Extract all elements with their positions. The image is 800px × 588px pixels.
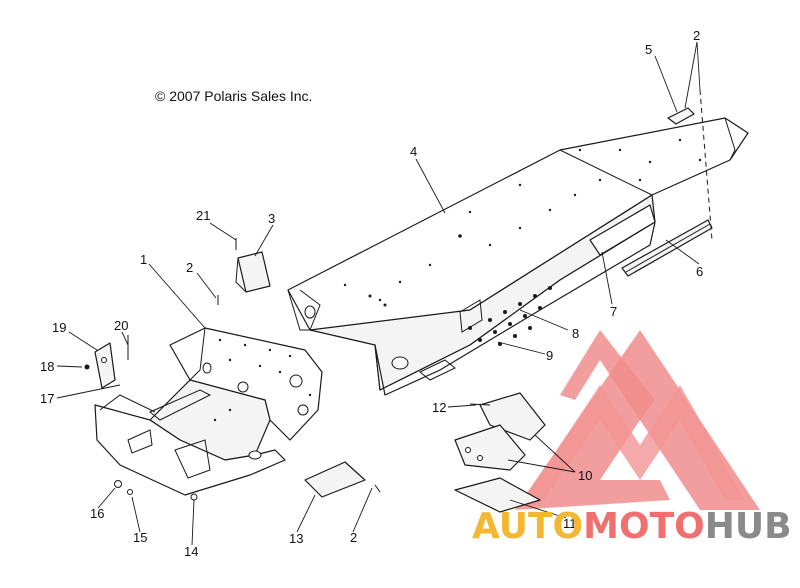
part-mounts — [454, 392, 546, 513]
copyright-text: © 2007 Polaris Sales Inc. — [155, 88, 312, 104]
callout-14: 14 — [184, 544, 198, 559]
callout-2-a: 2 — [186, 260, 193, 275]
callout-labels: 1 2 2 2 3 4 5 6 7 8 9 10 11 12 13 14 15 … — [40, 28, 703, 559]
callout-13: 13 — [289, 531, 303, 546]
part-tunnel — [287, 117, 749, 396]
watermark-text: AUTOMOTOHUB — [472, 506, 792, 547]
logo-inner — [560, 330, 655, 420]
watermark-logo — [515, 330, 760, 510]
part-front-chassis — [94, 327, 323, 496]
callout-1: 1 — [140, 252, 147, 267]
tunnel-perforations — [468, 286, 552, 346]
fasteners — [114, 238, 491, 501]
leader-lines — [56, 41, 701, 546]
watermark-moto: MOTO — [583, 506, 705, 547]
chassis-rivets — [213, 338, 312, 422]
tunnel-rivets — [343, 138, 702, 307]
callout-21: 21 — [196, 208, 210, 223]
callout-2-b: 2 — [693, 28, 700, 43]
part-plate — [304, 461, 366, 498]
callout-15: 15 — [133, 530, 147, 545]
part-bumper — [667, 89, 713, 241]
callout-6: 6 — [696, 264, 703, 279]
part-cover — [235, 251, 271, 293]
watermark-auto: AUTO — [472, 506, 583, 547]
callout-11: 11 — [563, 516, 577, 531]
callout-2-c: 2 — [350, 530, 357, 545]
callout-18: 18 — [40, 359, 54, 374]
callout-20: 20 — [114, 318, 128, 333]
part-bracket — [84, 342, 116, 389]
part-rail — [589, 204, 713, 277]
callout-8: 8 — [572, 326, 579, 341]
logo-triangle — [515, 330, 760, 510]
logo-m-shape — [520, 385, 745, 505]
callout-17: 17 — [40, 391, 54, 406]
callout-9: 9 — [546, 348, 553, 363]
watermark-hub: HUB — [705, 506, 792, 547]
callout-19: 19 — [52, 320, 66, 335]
callout-3: 3 — [268, 211, 275, 226]
callout-4: 4 — [410, 144, 417, 159]
callout-10: 10 — [578, 468, 592, 483]
callout-5: 5 — [645, 42, 652, 57]
callout-16: 16 — [90, 506, 104, 521]
callout-7: 7 — [610, 304, 617, 319]
callout-12: 12 — [432, 400, 446, 415]
